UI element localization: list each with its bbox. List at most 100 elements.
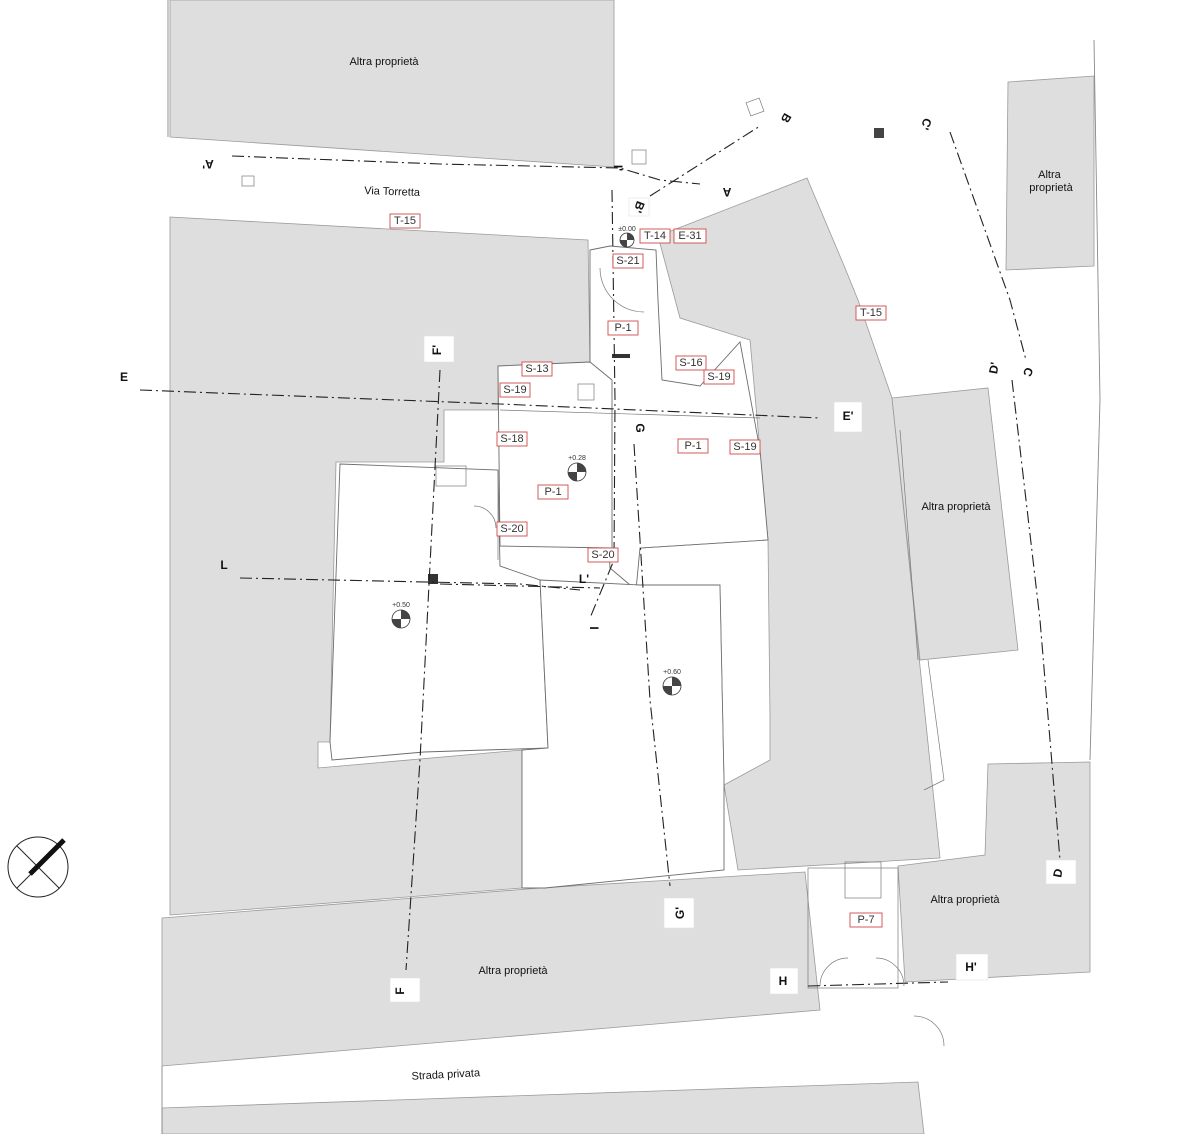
- elevation-points: ±0.00 +0.28 +0.50 +0.60: [391, 226, 682, 696]
- ramp-line: [923, 659, 945, 791]
- svg-text:A': A': [202, 157, 214, 171]
- elevation-benchmark-icon: +0.50: [391, 602, 411, 629]
- area-label-right-top-line2: proprietà: [1029, 182, 1073, 194]
- section-marker-c: C: [1020, 366, 1036, 379]
- small-square-1: [745, 97, 765, 117]
- svg-text:S-20: S-20: [500, 523, 523, 535]
- tag-s13: S-13: [521, 361, 553, 377]
- tag-p7: P-7: [849, 912, 883, 928]
- wall-line-4: [719, 584, 725, 781]
- dark-marker-2: [612, 354, 630, 358]
- section-marker-e: E: [120, 370, 128, 384]
- north-arrow-icon: [7, 836, 69, 898]
- svg-text:B: B: [778, 111, 795, 126]
- svg-text:P-1: P-1: [544, 486, 561, 498]
- svg-text:T-15: T-15: [394, 215, 416, 227]
- wall-line-1: [499, 409, 761, 419]
- section-marker-c-prime: C': [917, 116, 934, 132]
- area-label-bottom-right: Altra proprietà: [930, 894, 1000, 906]
- svg-text:L: L: [220, 558, 227, 572]
- tag-s19-a: S-19: [499, 382, 531, 398]
- elevation-000: ±0.00: [618, 226, 636, 233]
- tag-s20-b: S-20: [587, 547, 619, 563]
- section-line-h: [807, 981, 949, 987]
- section-line-e: [139, 389, 821, 419]
- property-bottom-right: [897, 761, 1091, 983]
- svg-text:H': H': [965, 960, 977, 974]
- section-markers: A' A B B' C' C D' D E E' F' F G G' H H' …: [120, 111, 1077, 1003]
- svg-text:A: A: [722, 185, 731, 199]
- svg-text:T-14: T-14: [644, 230, 666, 242]
- svg-text:L': L': [579, 572, 589, 586]
- section-line-a: [231, 155, 701, 185]
- element-tags: T-15 T-15 T-14 E-31 S-21 P-1 S-13 S-19 S…: [389, 213, 887, 928]
- property-bottom-center: [161, 871, 821, 1067]
- door-swing-bottom-right: [875, 957, 905, 987]
- svg-text:P-7: P-7: [857, 914, 874, 926]
- small-square-2: [631, 149, 647, 165]
- wall-line-3: [639, 539, 769, 549]
- property-east-block: [657, 177, 941, 871]
- svg-text:B': B': [630, 199, 647, 215]
- section-marker-f-prime: F': [423, 335, 455, 363]
- section-line-g: [633, 443, 671, 887]
- svg-text:C': C': [917, 116, 934, 132]
- door-swing-right-gate: [913, 1015, 945, 1047]
- svg-text:G': G': [673, 907, 687, 919]
- property-bottom-strip: [161, 1081, 925, 1134]
- svg-text:H: H: [779, 974, 788, 988]
- tag-p1-a: P-1: [607, 320, 639, 336]
- svg-text:S-20: S-20: [591, 549, 614, 561]
- property-right-mid: [891, 387, 1019, 661]
- small-square-3: [577, 383, 595, 401]
- door-swing-west: [473, 505, 497, 529]
- section-line-d: [1011, 379, 1061, 861]
- svg-text:S-13: S-13: [525, 363, 548, 375]
- svg-text:I: I: [587, 626, 601, 629]
- svg-text:G: G: [633, 423, 647, 432]
- area-label-right-top-line1: Altra: [1038, 169, 1062, 181]
- tag-e31: E-31: [673, 228, 707, 244]
- section-marker-g-prime: G': [663, 897, 695, 929]
- svg-text:S-19: S-19: [707, 371, 730, 383]
- via-torretta-square: [241, 175, 255, 187]
- section-line-f: [405, 369, 441, 971]
- section-marker-b: B: [778, 111, 795, 126]
- stair-block: [435, 465, 467, 487]
- room-south: [521, 579, 725, 889]
- road-label-via-torretta: Via Torretta: [364, 185, 421, 199]
- svg-text:E': E': [843, 409, 854, 423]
- building-floorplan: [161, 0, 1101, 1134]
- elevation-060: +0.60: [663, 669, 681, 676]
- section-marker-l-prime: L': [579, 572, 589, 586]
- section-marker-d: D: [1045, 859, 1077, 885]
- svg-text:S-19: S-19: [503, 384, 526, 396]
- svg-text:E-31: E-31: [678, 230, 701, 242]
- tag-p1-c: P-1: [537, 484, 569, 500]
- section-line-l: [239, 577, 581, 591]
- door-swings: [473, 267, 945, 1047]
- tag-s21: S-21: [612, 253, 644, 269]
- property-top-left: [169, 0, 615, 168]
- section-line-c: [949, 131, 1027, 361]
- svg-text:P-1: P-1: [684, 440, 701, 452]
- section-marker-e-prime: E': [833, 401, 863, 433]
- tag-s19-b: S-19: [703, 369, 735, 385]
- section-marker-b-prime: B': [628, 197, 650, 217]
- dark-marker-3: [428, 574, 438, 584]
- svg-text:F': F': [430, 345, 444, 355]
- tag-s20-a: S-20: [496, 521, 528, 537]
- courtyard-opening: [807, 867, 899, 989]
- svg-text:P-1: P-1: [614, 322, 631, 334]
- section-marker-a-prime: A': [202, 157, 214, 171]
- section-marker-g: G: [633, 423, 647, 432]
- section-marker-i-prime: I': [611, 165, 625, 171]
- area-label-mid-right: Altra proprietà: [921, 501, 991, 513]
- tag-t15-b: T-15: [855, 305, 887, 321]
- wall-line-5: [899, 429, 919, 661]
- svg-text:S-18: S-18: [500, 433, 523, 445]
- svg-text:T-15: T-15: [860, 307, 882, 319]
- section-line-b: [649, 125, 761, 197]
- dark-marker-1: [874, 128, 884, 138]
